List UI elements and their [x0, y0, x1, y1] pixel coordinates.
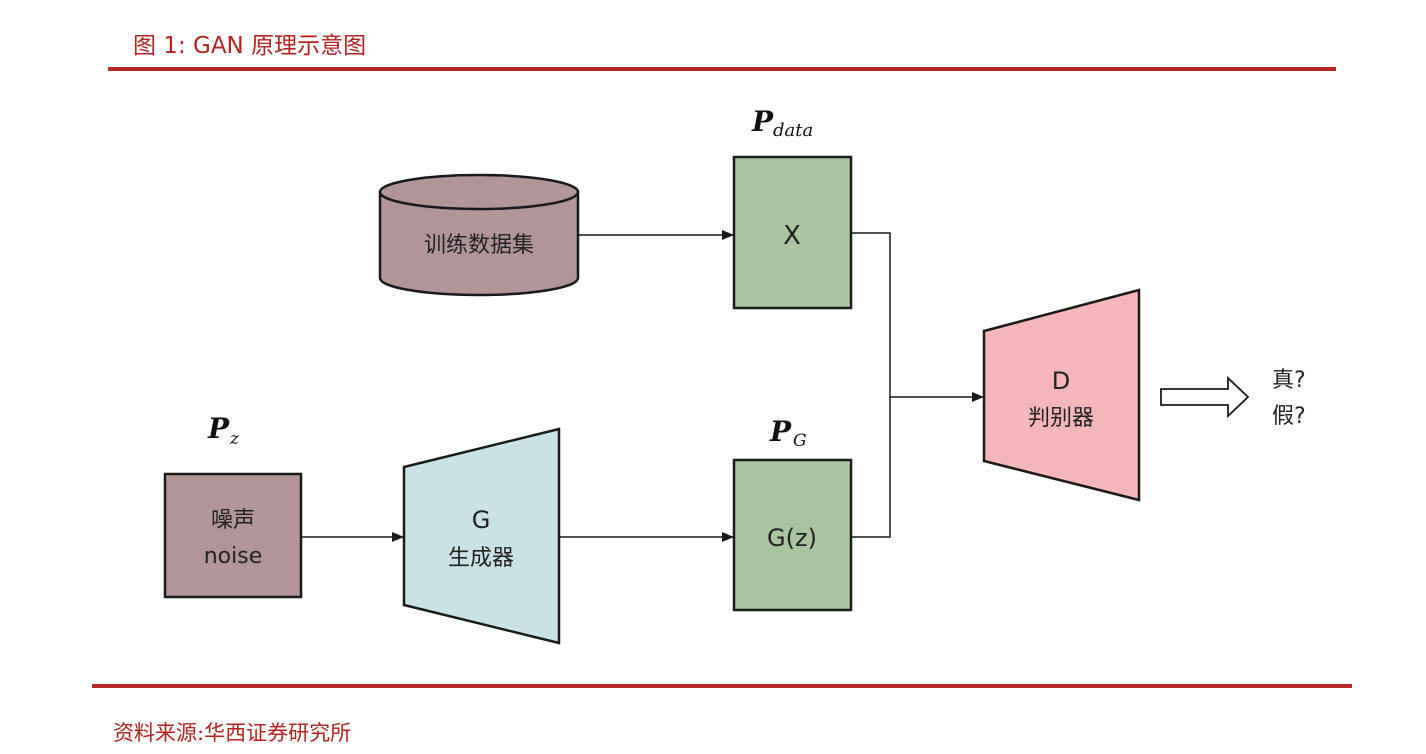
p-g-symbol: P: [769, 415, 792, 448]
merge-connector: [851, 232, 891, 538]
noise-box: 噪声 noise: [163, 472, 303, 599]
gz-sample-box: G(z): [732, 458, 853, 612]
p-z-subscript: z: [229, 429, 240, 449]
training-data-label: 训练数据集: [424, 233, 534, 258]
noise-label-zh: 噪声: [211, 508, 255, 533]
generator-label: 生成器: [448, 546, 514, 571]
noise-label-en: noise: [204, 544, 263, 569]
title-divider: [108, 67, 1336, 71]
p-data-label: P data: [751, 105, 813, 141]
p-g-subscript: G: [793, 431, 807, 451]
training-data-cylinder: 训练数据集: [378, 173, 580, 297]
footer-divider: [92, 684, 1352, 688]
p-g-label: P G: [769, 415, 807, 451]
discriminator-symbol: D: [1052, 367, 1070, 395]
output-fake: 假?: [1272, 404, 1306, 429]
generator-symbol: G: [472, 506, 491, 534]
discriminator-label: 判别器: [1028, 406, 1094, 431]
figure-title: 图 1: GAN 原理示意图: [133, 33, 367, 59]
x-sample-box: X: [732, 155, 853, 310]
output-arrow-icon: [1160, 375, 1250, 419]
p-data-subscript: data: [773, 120, 813, 141]
generator-block: G 生成器: [402, 427, 561, 645]
p-z-symbol: P: [207, 412, 230, 445]
output-real: 真?: [1272, 368, 1306, 393]
p-z-label: P z: [207, 412, 240, 449]
source-note: 资料来源:华西证券研究所: [113, 721, 352, 745]
p-data-symbol: P: [751, 105, 774, 138]
discriminator-block: D 判别器: [982, 288, 1141, 502]
x-label: X: [783, 221, 801, 251]
gz-label: G(z): [767, 524, 817, 552]
